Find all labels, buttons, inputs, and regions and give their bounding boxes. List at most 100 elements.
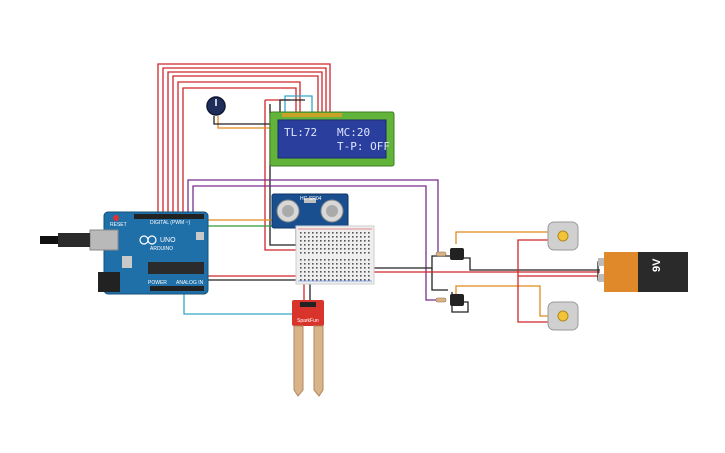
breadboard-hole — [364, 263, 366, 265]
wire-purple-1 — [187, 179, 439, 254]
breadboard-hole — [324, 244, 326, 246]
breadboard-hole — [352, 275, 354, 277]
breadboard-hole — [360, 240, 362, 242]
potentiometer[interactable] — [206, 96, 226, 116]
breadboard-hole — [324, 232, 326, 234]
breadboard-hole — [300, 271, 302, 273]
transistor-1 — [450, 248, 464, 260]
breadboard-hole — [356, 252, 358, 254]
breadboard-hole — [332, 252, 334, 254]
breadboard-hole — [320, 236, 322, 238]
breadboard-hole — [304, 275, 306, 277]
breadboard-holes — [300, 232, 370, 281]
breadboard-hole — [356, 240, 358, 242]
breadboard-hole — [368, 252, 370, 254]
soil-moisture-sensor: SparkFun — [292, 300, 324, 397]
breadboard-hole — [312, 252, 314, 254]
wire-pot-black — [213, 116, 272, 125]
breadboard-hole — [364, 271, 366, 273]
breadboard-hole — [304, 263, 306, 265]
breadboard-hole — [356, 271, 358, 273]
wire-orange-m1 — [455, 231, 548, 244]
breadboard-hole — [348, 259, 350, 261]
arduino-brand: UNO — [160, 237, 176, 244]
breadboard-hole — [320, 244, 322, 246]
breadboard-hole — [324, 267, 326, 269]
breadboard-hole — [364, 248, 366, 250]
breadboard-hole — [312, 271, 314, 273]
breadboard-hole — [360, 271, 362, 273]
breadboard-hole — [344, 232, 346, 234]
breadboard-hole — [348, 236, 350, 238]
breadboard-hole — [360, 267, 362, 269]
breadboard-hole — [344, 271, 346, 273]
breadboard-hole — [368, 259, 370, 261]
breadboard-hole — [364, 232, 366, 234]
breadboard-hole — [320, 279, 322, 281]
battery-9v: 9V — [598, 252, 688, 292]
breadboard-hole — [320, 259, 322, 261]
arduino-maker: ARDUINO — [150, 246, 173, 252]
breadboard-hole — [336, 244, 338, 246]
resistor-1 — [435, 251, 447, 257]
breadboard-hole — [312, 275, 314, 277]
breadboard-hole — [316, 240, 318, 242]
breadboard-hole — [344, 244, 346, 246]
breadboard-hole — [360, 236, 362, 238]
breadboard-hole — [324, 275, 326, 277]
battery-label: 9V — [651, 258, 663, 272]
breadboard-hole — [356, 275, 358, 277]
sensor-brand: SparkFun — [297, 318, 319, 324]
sensor-prong-left — [293, 325, 304, 397]
breadboard-hole — [340, 263, 342, 265]
breadboard-hole — [328, 263, 330, 265]
wires — [157, 63, 604, 323]
breadboard-hole — [308, 236, 310, 238]
breadboard-hole — [364, 240, 366, 242]
breadboard-hole — [324, 263, 326, 265]
motor-shaft-icon — [557, 310, 569, 322]
breadboard-hole — [328, 259, 330, 261]
wire-black-t2 — [431, 268, 448, 291]
breadboard-hole — [308, 267, 310, 269]
breadboard-hole — [356, 263, 358, 265]
wire-black-m1 — [464, 257, 600, 271]
arduino-uno-board[interactable]: UNO ARDUINO RESET DIGITAL (PWM ~) ANALOG… — [40, 211, 209, 295]
breadboard-hole — [344, 252, 346, 254]
breadboard-hole — [348, 248, 350, 250]
dc-motor-1 — [547, 221, 579, 251]
breadboard-hole — [328, 244, 330, 246]
breadboard-hole — [332, 275, 334, 277]
breadboard-hole — [324, 259, 326, 261]
wire-red-3 — [167, 71, 323, 212]
breadboard-hole — [340, 248, 342, 250]
motor-shaft-icon — [557, 230, 569, 242]
breadboard-hole — [360, 248, 362, 250]
wire-red-m1 — [517, 239, 604, 277]
breadboard-hole — [368, 271, 370, 273]
breadboard-hole — [336, 232, 338, 234]
reset-button-icon[interactable] — [113, 215, 119, 221]
breadboard-hole — [340, 240, 342, 242]
breadboard-hole — [368, 267, 370, 269]
wire-red-1 — [157, 63, 331, 212]
breadboard-hole — [344, 267, 346, 269]
breadboard-hole — [316, 279, 318, 281]
breadboard-hole — [348, 275, 350, 277]
breadboard-hole — [328, 279, 330, 281]
breadboard-hole — [328, 236, 330, 238]
breadboard-hole — [336, 279, 338, 281]
breadboard-hole — [300, 267, 302, 269]
breadboard-hole — [360, 244, 362, 246]
breadboard-hole — [328, 275, 330, 277]
ultrasonic-sensor: HC-SR04 — [271, 193, 349, 229]
atmega-chip — [148, 262, 204, 274]
breadboard-hole — [320, 267, 322, 269]
breadboard-hole — [368, 240, 370, 242]
breadboard-hole — [328, 248, 330, 250]
breadboard-hole — [348, 232, 350, 234]
breadboard-hole — [368, 232, 370, 234]
transistor-2 — [450, 294, 464, 306]
breadboard-hole — [328, 271, 330, 273]
wire-red-m2 — [517, 276, 552, 323]
